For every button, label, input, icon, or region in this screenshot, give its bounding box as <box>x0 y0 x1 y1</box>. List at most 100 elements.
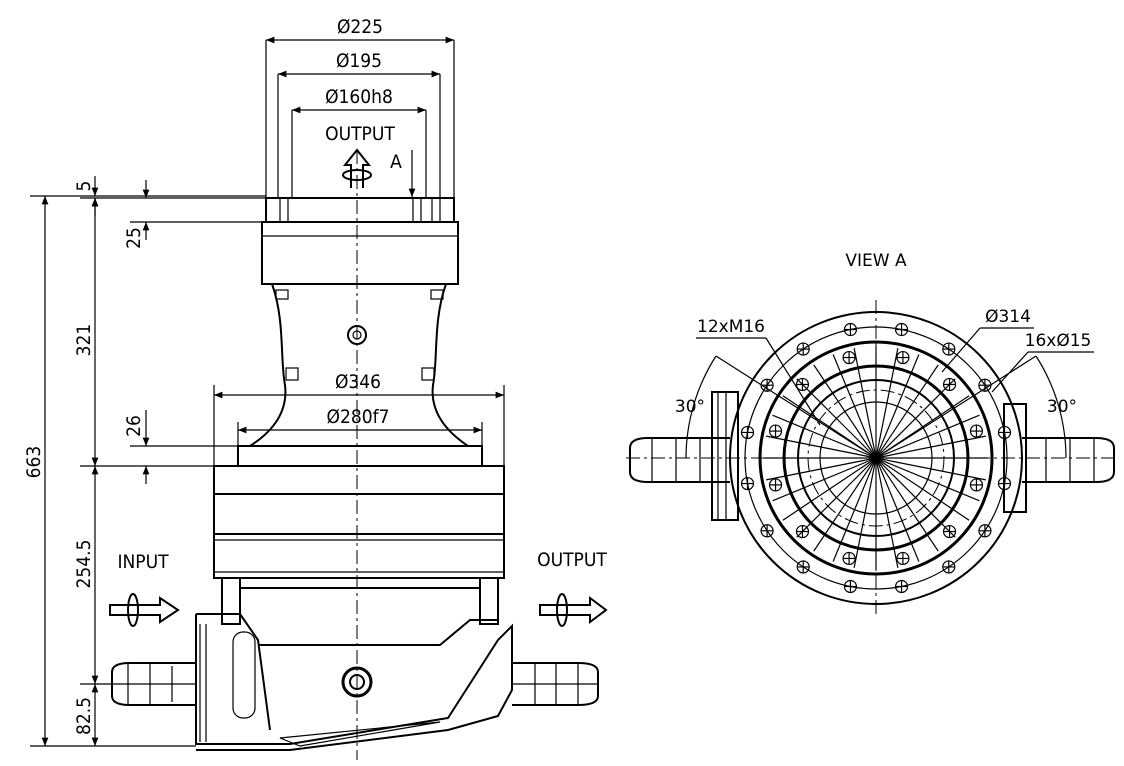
input-rotation-icon <box>109 593 180 627</box>
input-label: INPUT <box>117 551 169 573</box>
radial-spoke <box>875 354 920 459</box>
dim-d195: Ø195 <box>336 50 382 72</box>
radial-spokes <box>764 346 988 570</box>
radial-spoke <box>875 378 956 459</box>
radial-spoke <box>766 457 877 481</box>
radial-spoke <box>875 457 986 481</box>
dim-h26: 26 <box>123 415 145 437</box>
dim-d225: Ø225 <box>337 16 383 38</box>
radial-spoke <box>875 435 986 459</box>
radial-spoke <box>796 457 877 538</box>
radial-spoke <box>853 457 877 568</box>
radial-spoke <box>853 348 877 459</box>
radial-spoke <box>782 457 877 521</box>
dim-h5: 5 <box>73 181 95 192</box>
radial-spoke <box>875 364 939 459</box>
radial-spoke <box>875 457 970 521</box>
dim-h25: 25 <box>123 227 145 249</box>
dim-diameters-mid <box>213 385 505 466</box>
radial-spoke <box>875 457 939 552</box>
tapped-hole <box>795 524 810 539</box>
leader-pcd <box>941 327 981 373</box>
tapped-hole <box>969 424 984 438</box>
input-shaft <box>111 662 196 706</box>
bolt-hole <box>843 322 858 337</box>
output-right-label: OUTPUT <box>537 549 607 571</box>
bolt-hole <box>740 476 755 491</box>
view-a-title: VIEW A <box>845 251 907 271</box>
dim-d346: Ø346 <box>335 371 381 393</box>
dim-d280f7: Ø280f7 <box>327 406 390 428</box>
bolt-hole <box>978 524 992 538</box>
angle-arc-left <box>685 355 717 459</box>
output-top-label: OUTPUT <box>325 123 395 145</box>
radial-spoke <box>772 414 877 459</box>
radial-spoke <box>875 457 899 568</box>
radial-spoke <box>832 457 877 562</box>
tapped-hole <box>969 478 984 492</box>
side-view: Ø225 Ø195 Ø160h8 Ø346 Ø280f7 OUTPUT A <box>23 16 608 760</box>
lower-casing <box>195 614 513 751</box>
view-a-marker: A <box>390 151 402 173</box>
radial-spoke <box>766 435 877 459</box>
tapped-hole <box>842 551 856 566</box>
output-rotation-icon <box>342 148 372 188</box>
tapped-hole <box>942 377 957 392</box>
tapped-hole <box>768 424 783 438</box>
label-pcd-314: Ø314 <box>985 307 1031 327</box>
angle-arc-right <box>1035 355 1067 459</box>
spigot <box>237 445 483 467</box>
tapped-hole <box>842 350 856 365</box>
radial-spoke <box>813 457 877 552</box>
angle-left: 30° <box>675 397 705 417</box>
view-a: VIEW A <box>626 251 1118 616</box>
tapped-hole <box>896 350 910 365</box>
inspection-cover <box>232 631 256 719</box>
bolt-hole <box>894 322 909 337</box>
radial-spoke <box>813 364 877 459</box>
dim-h254-5: 254.5 <box>73 540 95 589</box>
outer-bolt-holes <box>740 322 1012 594</box>
output-shaft-right <box>512 662 599 706</box>
bolt-hole <box>942 342 956 356</box>
bolt-hole <box>796 560 810 574</box>
upper-housing <box>261 221 459 285</box>
leader-m16 <box>765 337 821 426</box>
bolt-hole <box>843 579 858 594</box>
tapped-hole <box>795 377 810 392</box>
tapped-hole <box>896 551 910 566</box>
inner-tapped-holes <box>768 350 984 566</box>
bolt-hole <box>942 560 956 574</box>
label-16xd15: 16xØ15 <box>1025 331 1092 351</box>
dim-diameters-top <box>265 36 455 198</box>
bolt-hole <box>796 342 810 356</box>
bolt-hole <box>997 425 1012 440</box>
drain-plug <box>341 666 373 698</box>
output-right-rotation-icon <box>539 593 608 627</box>
dim-h82-5: 82.5 <box>73 697 95 735</box>
sight-hole <box>347 325 367 345</box>
radial-spoke <box>796 378 877 459</box>
left-leg <box>221 577 241 625</box>
dim-d160h8: Ø160h8 <box>325 86 393 108</box>
view-a-left-cover <box>711 391 739 521</box>
housing-band-3 <box>213 533 505 579</box>
right-leg <box>479 577 499 625</box>
housing-band-2 <box>213 493 505 535</box>
bolt-hole <box>894 579 909 594</box>
tapped-hole <box>942 524 957 539</box>
dim-h663: 663 <box>23 446 45 479</box>
bolt-hole <box>760 524 774 538</box>
neck-right-contour <box>431 283 469 447</box>
radial-spoke <box>832 354 877 459</box>
dim-verticals <box>30 176 266 747</box>
bolt-hole <box>997 476 1012 491</box>
radial-spoke <box>875 414 980 459</box>
bolt-hole <box>740 425 755 440</box>
radial-spoke <box>875 457 980 502</box>
view-a-left-shaft <box>629 437 730 483</box>
radial-spoke <box>772 457 877 502</box>
radial-spoke <box>875 457 956 538</box>
radial-spoke <box>875 457 920 562</box>
